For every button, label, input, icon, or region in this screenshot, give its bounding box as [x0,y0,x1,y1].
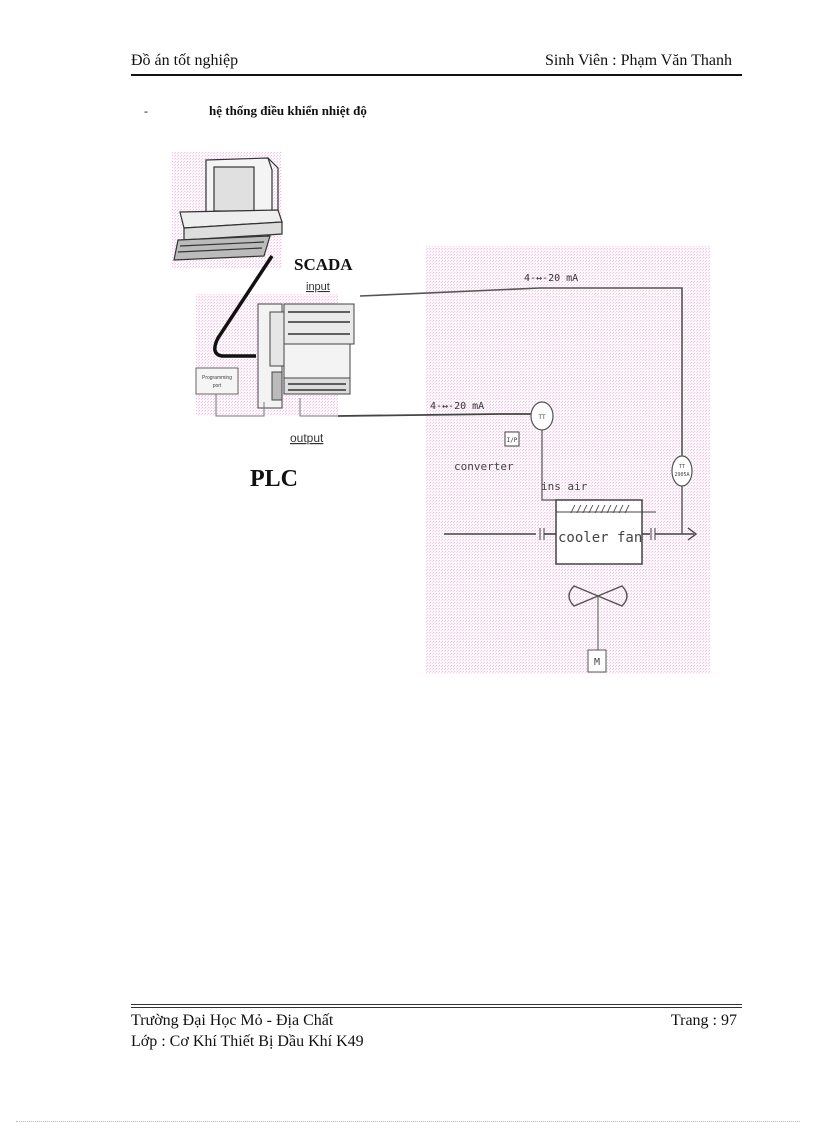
scada-cable [213,255,274,358]
svg-text:I/P: I/P [507,437,518,444]
plc-unit-icon [257,303,355,409]
motor-box [587,649,607,673]
footer-class: Lớp : Cơ Khí Thiết Bị Dầu Khí K49 [131,1033,364,1050]
signal-top-label: 4-↔-20 mA [524,273,578,284]
footer-page-number: Trang : 97 [670,1012,737,1029]
svg-text:TT: TT [679,464,685,470]
ip-converter-box [504,431,520,447]
section-title: hệ thống điều khiển nhiệt độ [209,103,367,118]
output-label: output [290,431,324,445]
programming-port-box [195,367,239,395]
feedback-signal-line [359,287,683,454]
signal-mid-label: 4-↔-20 mA [430,401,484,412]
converter-label: converter [454,460,514,473]
control-system-diagram: SCADA input Programming port output PLC [160,140,740,680]
svg-text:TT: TT [538,414,546,421]
footer-divider [131,1004,742,1005]
plc-label: PLC [250,466,298,492]
svg-text:Programming: Programming [202,375,232,381]
flow-arrow-icon [687,527,698,541]
page-header: Đồ án tốt nghiệp Sinh Viên : Phạm Văn Th… [131,50,742,74]
process-bg [426,246,710,674]
footer-school: Trường Đại Học Mỏ - Địa Chất [131,1012,334,1029]
cooler-fan-label: cooler fan [558,530,642,546]
plc-terminals [288,311,350,391]
tt-2905a-transmitter [671,455,693,487]
control-signal-line [337,413,532,417]
bullet-marker: - [144,104,148,118]
page-edge [16,1121,800,1123]
cooler-fan-box [555,499,643,565]
svg-text:2905A: 2905A [674,472,689,478]
footer-divider-2 [131,1007,742,1008]
header-title: Đồ án tốt nghiệp [131,52,239,69]
header-divider [131,74,742,76]
svg-text://////////: ////////// [570,504,630,515]
page-footer: Trường Đại Học Mỏ - Địa Chất Trang : 97 … [131,1010,742,1052]
scada-label: SCADA [294,255,353,274]
svg-text:port: port [213,383,222,389]
computer-icon [173,157,283,261]
input-label: input [306,281,330,293]
ins-air-label: ins air [541,480,588,493]
fan-icon [568,585,628,607]
motor-label: M [594,657,600,668]
header-author: Sinh Viên : Phạm Văn Thanh [544,52,732,69]
